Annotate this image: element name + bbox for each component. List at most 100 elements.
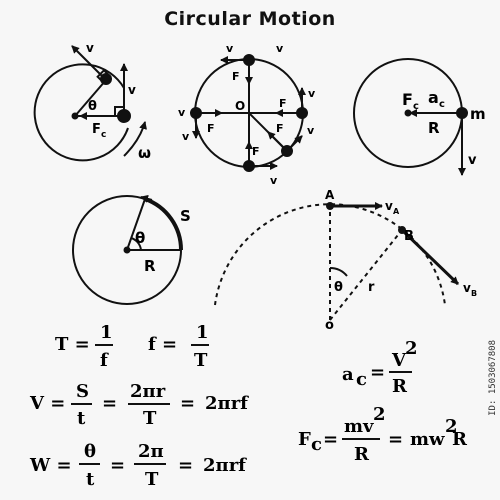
d5-point-a bbox=[326, 202, 334, 210]
eq-f-lhs: f = bbox=[148, 334, 177, 355]
d3-label-ac: a bbox=[428, 88, 439, 107]
diagram-arc-length bbox=[72, 194, 184, 305]
d2-point-left bbox=[190, 107, 202, 119]
d2-label-v-topright: v bbox=[276, 42, 284, 55]
eq-w-den2: T bbox=[145, 469, 159, 490]
equation-frequency: f = 1 T bbox=[148, 322, 209, 371]
d5-angle-arc bbox=[329, 266, 348, 277]
equation-angular-velocity: W = θ t = 2π T = 2πrf bbox=[29, 441, 247, 490]
equation-centripetal-acceleration: a c = V 2 R bbox=[342, 338, 418, 397]
diagram-angular-displacement bbox=[214, 202, 460, 321]
omega-arc bbox=[123, 121, 147, 157]
page-title: Circular Motion bbox=[164, 8, 336, 30]
mass-point-1 bbox=[100, 73, 112, 85]
eq-v-eq1: = bbox=[102, 393, 117, 414]
d4-arc-length-highlight bbox=[144, 197, 184, 251]
d4-angle-arc bbox=[130, 237, 142, 251]
d3-label-m: m bbox=[470, 105, 486, 123]
eq-fc-tail-end: R bbox=[452, 429, 468, 450]
d2-point-top bbox=[243, 54, 255, 66]
eq-w-num2: 2π bbox=[138, 441, 164, 462]
eq-w-tail: 2πrf bbox=[203, 455, 247, 476]
d2-label-f-right: F bbox=[279, 97, 287, 110]
eq-v-tail: 2πrf bbox=[205, 393, 249, 414]
equation-velocity: V = S t = 2πr T = 2πrf bbox=[29, 381, 249, 429]
eq-fc-tail: mw bbox=[410, 429, 445, 450]
eq-v-num1: S bbox=[76, 381, 89, 402]
eq-w-num1: θ bbox=[84, 441, 96, 462]
d2-label-f-diagonal: F bbox=[276, 122, 284, 135]
eq-fc-eq: = bbox=[323, 429, 338, 450]
d2-point-right bbox=[296, 107, 308, 119]
d5-label-va-sub: A bbox=[393, 207, 400, 216]
eq-ac-lhs: a bbox=[342, 364, 354, 385]
d2-label-v-left: v bbox=[178, 106, 186, 119]
eq-f-num: 1 bbox=[196, 322, 209, 343]
eq-fc-num: mv bbox=[344, 416, 374, 437]
eq-v-num2: 2πr bbox=[130, 381, 166, 402]
d3-label-r: R bbox=[428, 119, 440, 137]
radius-line-1 bbox=[74, 79, 107, 117]
d2-label-v-topleft: v bbox=[226, 42, 234, 55]
eq-t-lhs: T = bbox=[55, 334, 90, 355]
d4-label-theta: θ bbox=[135, 229, 145, 247]
eq-ac-sub: c bbox=[356, 369, 367, 390]
eq-ac-pow: 2 bbox=[405, 338, 418, 359]
d2-label-v-diagonal: v bbox=[307, 124, 315, 137]
d2-label-f-bottom: F bbox=[252, 145, 260, 158]
mass-point-2 bbox=[117, 109, 131, 123]
eq-ac-den: R bbox=[392, 376, 408, 397]
eq-w-eq3: = bbox=[110, 455, 125, 476]
d2-label-v-bottom: v bbox=[270, 174, 278, 187]
d2-label-f-top: F bbox=[232, 70, 240, 83]
eq-fc-eq2: = bbox=[388, 429, 403, 450]
circle-1-outline bbox=[33, 63, 129, 162]
d3-label-v: v bbox=[468, 153, 477, 168]
d2-point-diagonal bbox=[281, 145, 293, 157]
equation-period: T = 1 f bbox=[55, 322, 113, 371]
eq-v-lhs: V = bbox=[29, 393, 65, 414]
d5-label-b: B bbox=[404, 229, 414, 244]
d3-label-fc: F bbox=[402, 90, 413, 109]
d4-label-r: R bbox=[144, 257, 156, 275]
eq-ac-num: V bbox=[391, 350, 407, 371]
d5-velocity-b bbox=[400, 228, 460, 286]
eq-t-num: 1 bbox=[100, 322, 113, 343]
d1-label-theta: θ bbox=[88, 99, 97, 114]
d2-label-f-left: F bbox=[207, 122, 215, 135]
d4-center bbox=[123, 246, 131, 254]
d1-label-fc-sub: c bbox=[101, 130, 106, 140]
d4-radius-angled bbox=[126, 198, 146, 251]
d3-mass-point bbox=[456, 107, 468, 119]
d5-radius-ob bbox=[329, 229, 403, 321]
eq-fc-tail-pow: 2 bbox=[445, 416, 458, 437]
d5-label-vb: v bbox=[463, 281, 471, 295]
d1-label-v-right: v bbox=[128, 83, 136, 97]
eq-w-lhs: W = bbox=[29, 455, 72, 476]
diagram-centripetal-acceleration bbox=[353, 58, 468, 176]
eq-t-den: f bbox=[100, 350, 109, 371]
d5-label-r: r bbox=[368, 280, 375, 295]
diagram-velocity-centripetal bbox=[33, 45, 147, 162]
d3-center bbox=[404, 109, 412, 117]
d1-label-fc: F bbox=[92, 122, 101, 137]
eq-fc-pow: 2 bbox=[373, 404, 386, 425]
d3-label-fc-sub: c bbox=[413, 101, 419, 112]
d5-label-o: o bbox=[325, 318, 334, 333]
eq-w-den1: t bbox=[86, 469, 95, 490]
d2-label-v-bottomleft: v bbox=[182, 130, 190, 143]
d3-label-ac-sub: c bbox=[439, 99, 445, 110]
eq-v-den1: t bbox=[77, 408, 86, 429]
d2-point-bottom bbox=[243, 160, 255, 172]
eq-w-eq4: = bbox=[178, 455, 193, 476]
eq-v-eq2: = bbox=[180, 393, 195, 414]
eq-fc-sub: c bbox=[311, 434, 322, 455]
eq-ac-eq: = bbox=[370, 362, 385, 383]
d5-label-va: v bbox=[385, 199, 393, 213]
equation-centripetal-force: F c = mv 2 R = mw 2 R bbox=[298, 404, 468, 465]
d2-label-v-right: v bbox=[308, 87, 316, 100]
d4-label-s: S bbox=[180, 207, 191, 225]
center-1 bbox=[71, 112, 79, 120]
d5-label-theta: θ bbox=[334, 280, 343, 295]
